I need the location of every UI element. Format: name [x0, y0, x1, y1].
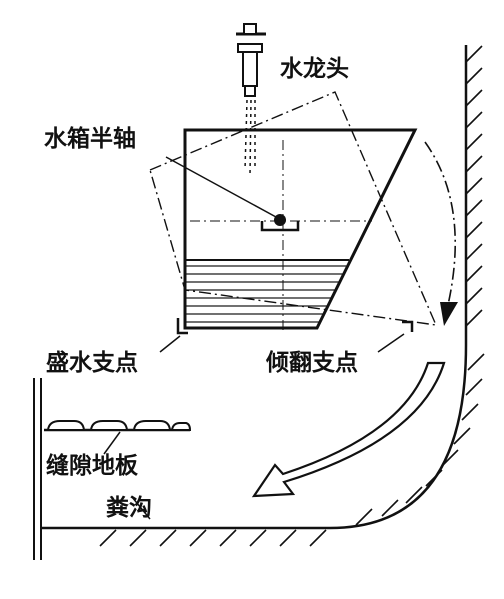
label-tip-pivot: 倾翻支点 [265, 350, 358, 376]
faucet-icon [236, 23, 266, 97]
tank-upright [183, 128, 418, 330]
left-wall [33, 378, 42, 560]
fill-pivot-leader [159, 335, 181, 353]
axle-pointer [165, 156, 277, 218]
label-fill-pivot: 盛水支点 [46, 349, 138, 376]
slatted-floor-leader [103, 431, 121, 455]
water-stream [244, 99, 256, 176]
right-wall [464, 45, 483, 345]
tank-axle-icon [260, 214, 300, 232]
tip-pivot-leader [377, 333, 405, 353]
label-manure-channel: 粪沟 [106, 494, 152, 521]
tank-tipped [149, 91, 438, 326]
label-tank-axle: 水箱半轴 [44, 125, 136, 152]
fill-pivot-marker [176, 318, 188, 335]
manure-channel-wall [40, 344, 485, 547]
flow-arrow [251, 361, 446, 498]
channel-leader [131, 496, 151, 520]
label-faucet: 水龙头 [280, 56, 349, 82]
rotation-arrow [424, 141, 458, 326]
tip-pivot-marker [402, 320, 414, 332]
label-slatted-floor: 缝隙地板 [46, 452, 139, 479]
slatted-floor [44, 420, 192, 432]
